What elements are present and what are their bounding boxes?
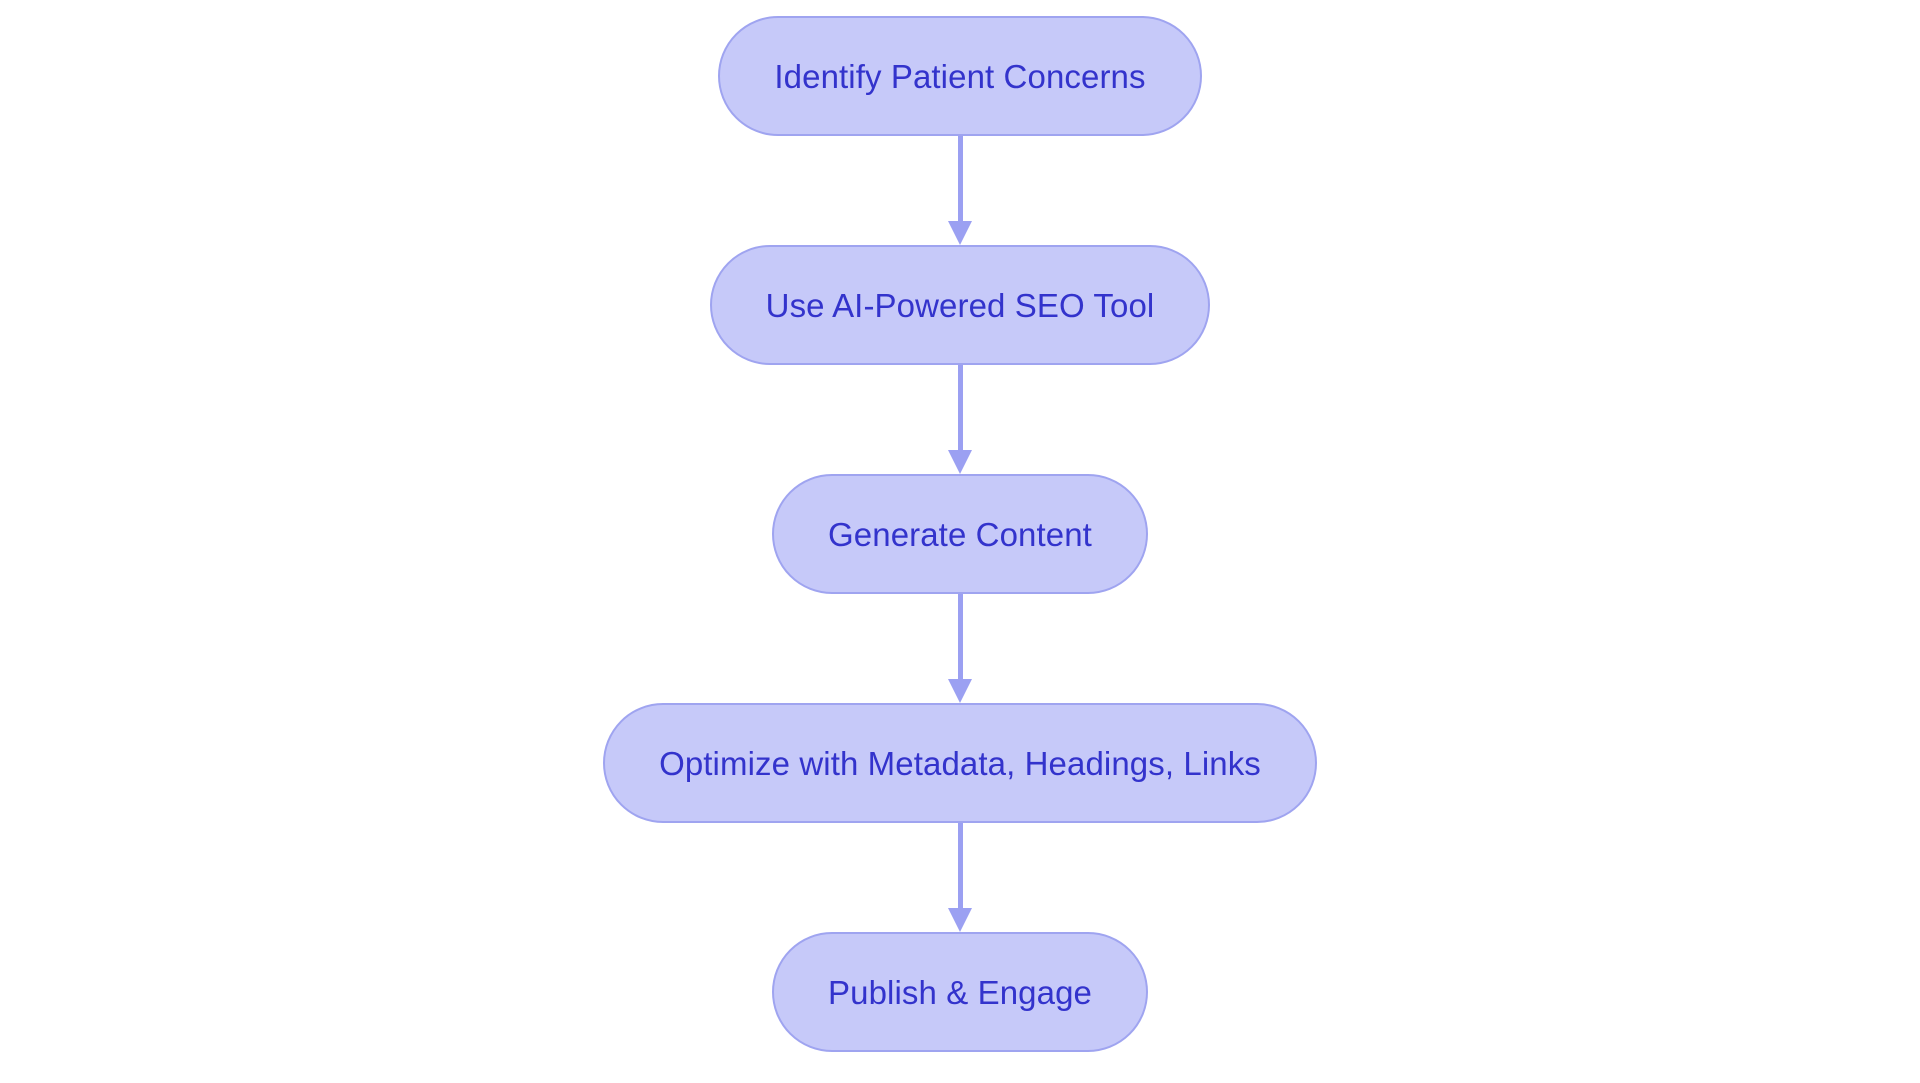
flow-node-identify-patient-concerns[interactable]: Identify Patient Concerns: [718, 16, 1202, 136]
down-arrowhead-icon: [948, 679, 972, 703]
edge-stem: [957, 594, 963, 679]
edge-stem: [957, 365, 963, 450]
flow-node-label: Use AI-Powered SEO Tool: [765, 286, 1155, 324]
edge-stem: [957, 823, 963, 908]
flow-node-label: Identify Patient Concerns: [774, 57, 1146, 95]
flow-edge-4-arrow: [948, 823, 972, 932]
down-arrowhead-icon: [948, 221, 972, 245]
top-spacer: [960, 0, 961, 16]
flow-node-label: Optimize with Metadata, Headings, Links: [659, 744, 1261, 782]
flow-node-publish-and-engage[interactable]: Publish & Engage: [772, 932, 1148, 1052]
flow-edge-1-arrow: [948, 136, 972, 245]
flow-node-label: Publish & Engage: [828, 973, 1092, 1011]
flow-node-optimize-with-metadata-headings-links[interactable]: Optimize with Metadata, Headings, Links: [603, 703, 1317, 823]
down-arrowhead-icon: [948, 908, 972, 932]
down-arrowhead-icon: [948, 450, 972, 474]
flow-edge-2-arrow: [948, 365, 972, 474]
flow-node-use-ai-powered-seo-tool[interactable]: Use AI-Powered SEO Tool: [709, 245, 1211, 365]
flow-edge-3-arrow: [948, 594, 972, 703]
flow-node-generate-content[interactable]: Generate Content: [772, 474, 1148, 594]
edge-stem: [957, 136, 963, 221]
flow-node-label: Generate Content: [828, 515, 1092, 553]
